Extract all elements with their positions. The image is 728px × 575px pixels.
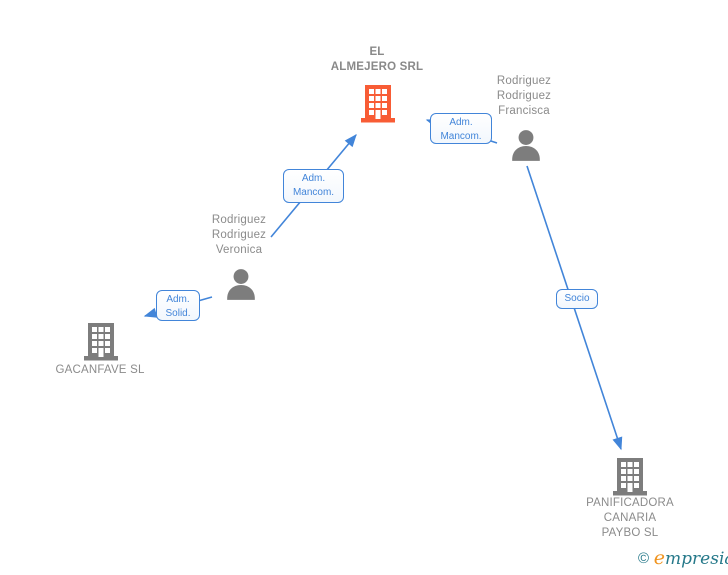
building-icon: [613, 458, 647, 501]
building-icon: [84, 323, 118, 366]
watermark-brand-initial: e: [653, 547, 666, 569]
building-icon: [361, 85, 395, 128]
edge-label-adm-solid: Adm. Solid.: [156, 290, 200, 321]
node-label-panificadora-canaria-paybo-sl: PANIFICADORA CANARIA PAYBO SL: [586, 497, 674, 539]
edge-label-socio: Socio: [556, 289, 598, 309]
watermark-brand-rest: mpresia: [665, 549, 728, 569]
person-icon: [224, 268, 258, 307]
copyright-icon: ©: [638, 550, 650, 567]
empresia-watermark: © empresia: [638, 547, 728, 569]
node-label-gacanfave-sl: GACANFAVE SL: [55, 364, 145, 376]
edge-label-adm-mancom-francisca: Adm. Mancom.: [430, 113, 492, 144]
person-icon: [509, 129, 543, 168]
edge-label-adm-mancom-veronica: Adm. Mancom.: [283, 169, 344, 203]
node-label-el-almejero-srl: EL ALMEJERO SRL: [330, 46, 424, 73]
node-label-rodriguez-rodriguez-francisca: Rodriguez Rodriguez Francisca: [496, 75, 552, 117]
node-label-rodriguez-rodriguez-veronica: Rodriguez Rodriguez Veronica: [211, 214, 267, 256]
